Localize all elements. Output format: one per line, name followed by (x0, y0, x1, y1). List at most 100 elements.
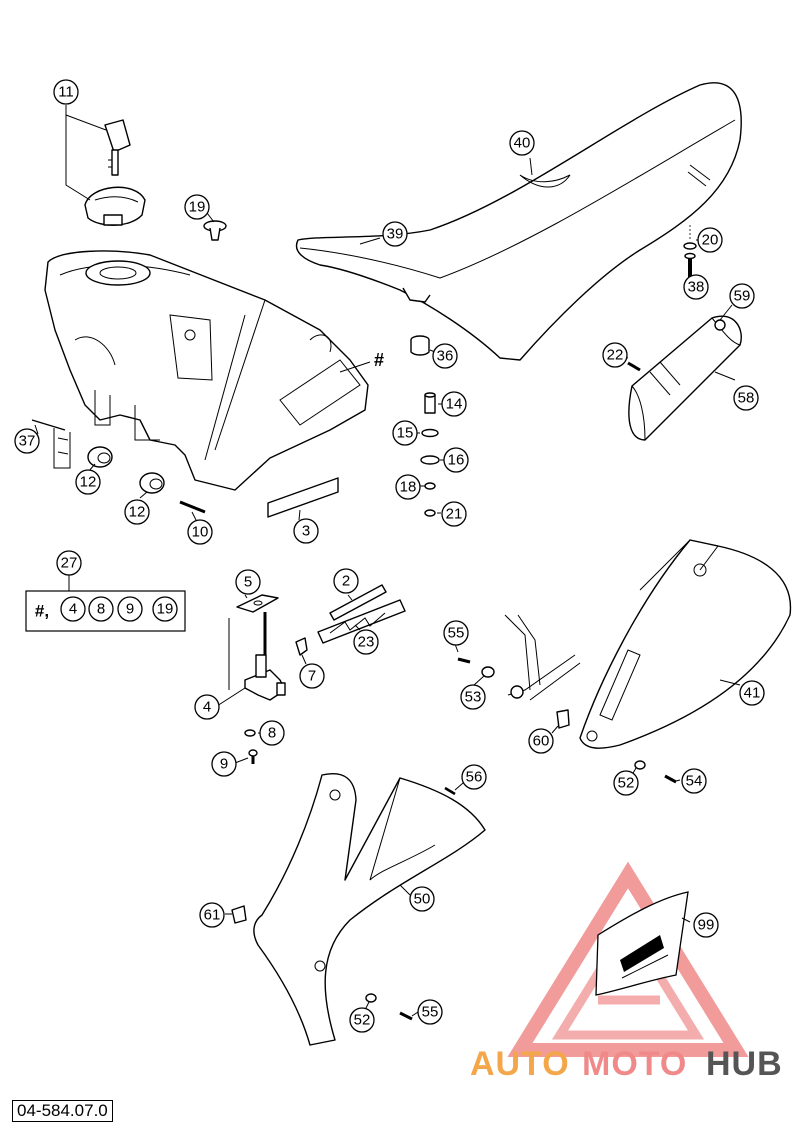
fuel-cap-with-key (84, 119, 146, 226)
svg-text:56: 56 (466, 769, 483, 786)
callout-39: 39 (382, 221, 408, 247)
svg-text:3: 3 (302, 523, 310, 540)
svg-text:61: 61 (204, 907, 221, 924)
callout-38: 38 (683, 274, 709, 300)
callout-22: 22 (602, 342, 628, 368)
svg-text:40: 40 (514, 135, 531, 152)
callout-56: 56 (461, 764, 487, 790)
hose-2 (329, 584, 387, 621)
watermark-logo (507, 861, 749, 1057)
callout-20: 20 (697, 227, 723, 253)
svg-text:41: 41 (744, 685, 761, 702)
callout-54: 54 (681, 768, 707, 794)
callout-55: 55 (417, 999, 443, 1025)
callout-10: 10 (187, 519, 213, 545)
grommet-12b (139, 472, 165, 494)
callout-55: 55 (443, 620, 469, 646)
svg-text:14: 14 (446, 396, 463, 413)
svg-text:8: 8 (268, 725, 276, 742)
callout-16: 16 (443, 447, 469, 473)
bolt-22 (627, 361, 641, 372)
svg-text:55: 55 (448, 625, 465, 642)
svg-text:53: 53 (465, 689, 482, 706)
svg-text:39: 39 (387, 226, 404, 243)
callout-61: 61 (199, 902, 225, 928)
kit-item-4: 4 (60, 596, 86, 622)
svg-text:7: 7 (308, 668, 316, 685)
svg-text:9: 9 (220, 756, 228, 773)
watermark-part2: MOTO (582, 1045, 687, 1083)
callout-3: 3 (293, 518, 319, 544)
callout-8: 8 (259, 720, 285, 746)
callout-59: 59 (729, 283, 755, 309)
svg-text:5: 5 (244, 574, 252, 591)
callout-58: 58 (733, 385, 759, 411)
callout-11: 11 (53, 79, 79, 105)
fuel-tank (44, 250, 369, 491)
screw-55a (457, 657, 471, 664)
svg-text:16: 16 (448, 452, 465, 469)
svg-text:4: 4 (203, 699, 211, 716)
callout-99: 99 (693, 912, 719, 938)
callout-52: 52 (613, 770, 639, 796)
callout-53: 53 (460, 684, 486, 710)
washer-and-bolt-20-38 (683, 225, 697, 278)
watermark-wordmark: AUTO MOTO HUB (470, 1045, 783, 1083)
callout-23: 23 (353, 629, 379, 655)
callout-27: 27 (56, 550, 82, 576)
tool-bag (628, 315, 742, 441)
callout-12: 12 (75, 469, 101, 495)
svg-text:8: 8 (97, 601, 105, 618)
hose-clamp-7 (295, 637, 308, 656)
callout-40: 40 (509, 130, 535, 156)
svg-text:27: 27 (61, 555, 78, 572)
svg-text:52: 52 (618, 775, 635, 792)
svg-text:12: 12 (129, 504, 146, 521)
clip-19 (203, 220, 227, 241)
washer-52a (634, 760, 646, 770)
watermark-part3: HUB (706, 1045, 783, 1083)
svg-text:15: 15 (397, 425, 414, 442)
kit-prefix: #, (35, 602, 49, 621)
svg-text:50: 50 (414, 891, 431, 908)
svg-text:22: 22 (607, 347, 624, 364)
drawing-number: 04-584.07.0 (12, 1100, 113, 1122)
callout-52: 52 (349, 1007, 375, 1033)
hose-23 (317, 599, 406, 644)
washer-8 (244, 729, 256, 737)
svg-text:11: 11 (58, 84, 74, 101)
screw-54 (664, 774, 677, 784)
callout-15: 15 (392, 420, 418, 446)
callout-36: 36 (432, 343, 458, 369)
callout-60: 60 (528, 728, 554, 754)
bolt-37 (31, 419, 71, 469)
callout-5: 5 (235, 569, 261, 595)
svg-text:38: 38 (688, 279, 705, 296)
svg-text:9: 9 (126, 601, 134, 618)
callout-7: 7 (299, 663, 325, 689)
kit-item-8: 8 (88, 596, 114, 622)
svg-text:12: 12 (80, 474, 97, 491)
grommet-12a (87, 446, 113, 468)
svg-text:60: 60 (533, 733, 550, 750)
svg-text:20: 20 (702, 232, 719, 249)
seat (295, 82, 742, 361)
rubber-buffer-36 (410, 335, 430, 356)
decal-strip (267, 477, 339, 518)
washer-52b (365, 993, 377, 1003)
svg-text:23: 23 (358, 634, 375, 651)
svg-text:2: 2 (342, 573, 350, 590)
callout-4: 4 (194, 694, 220, 720)
kit-item-9: 9 (117, 596, 143, 622)
callout-50: 50 (409, 886, 435, 912)
svg-text:99: 99 (698, 917, 715, 934)
svg-text:19: 19 (157, 601, 174, 618)
callout-12: 12 (124, 499, 150, 525)
svg-text:36: 36 (437, 348, 454, 365)
callout-14: 14 (441, 391, 467, 417)
hash-marker: # (374, 350, 384, 370)
svg-text:52: 52 (354, 1012, 371, 1029)
svg-text:4: 4 (69, 601, 77, 618)
bolt-10 (179, 500, 206, 514)
